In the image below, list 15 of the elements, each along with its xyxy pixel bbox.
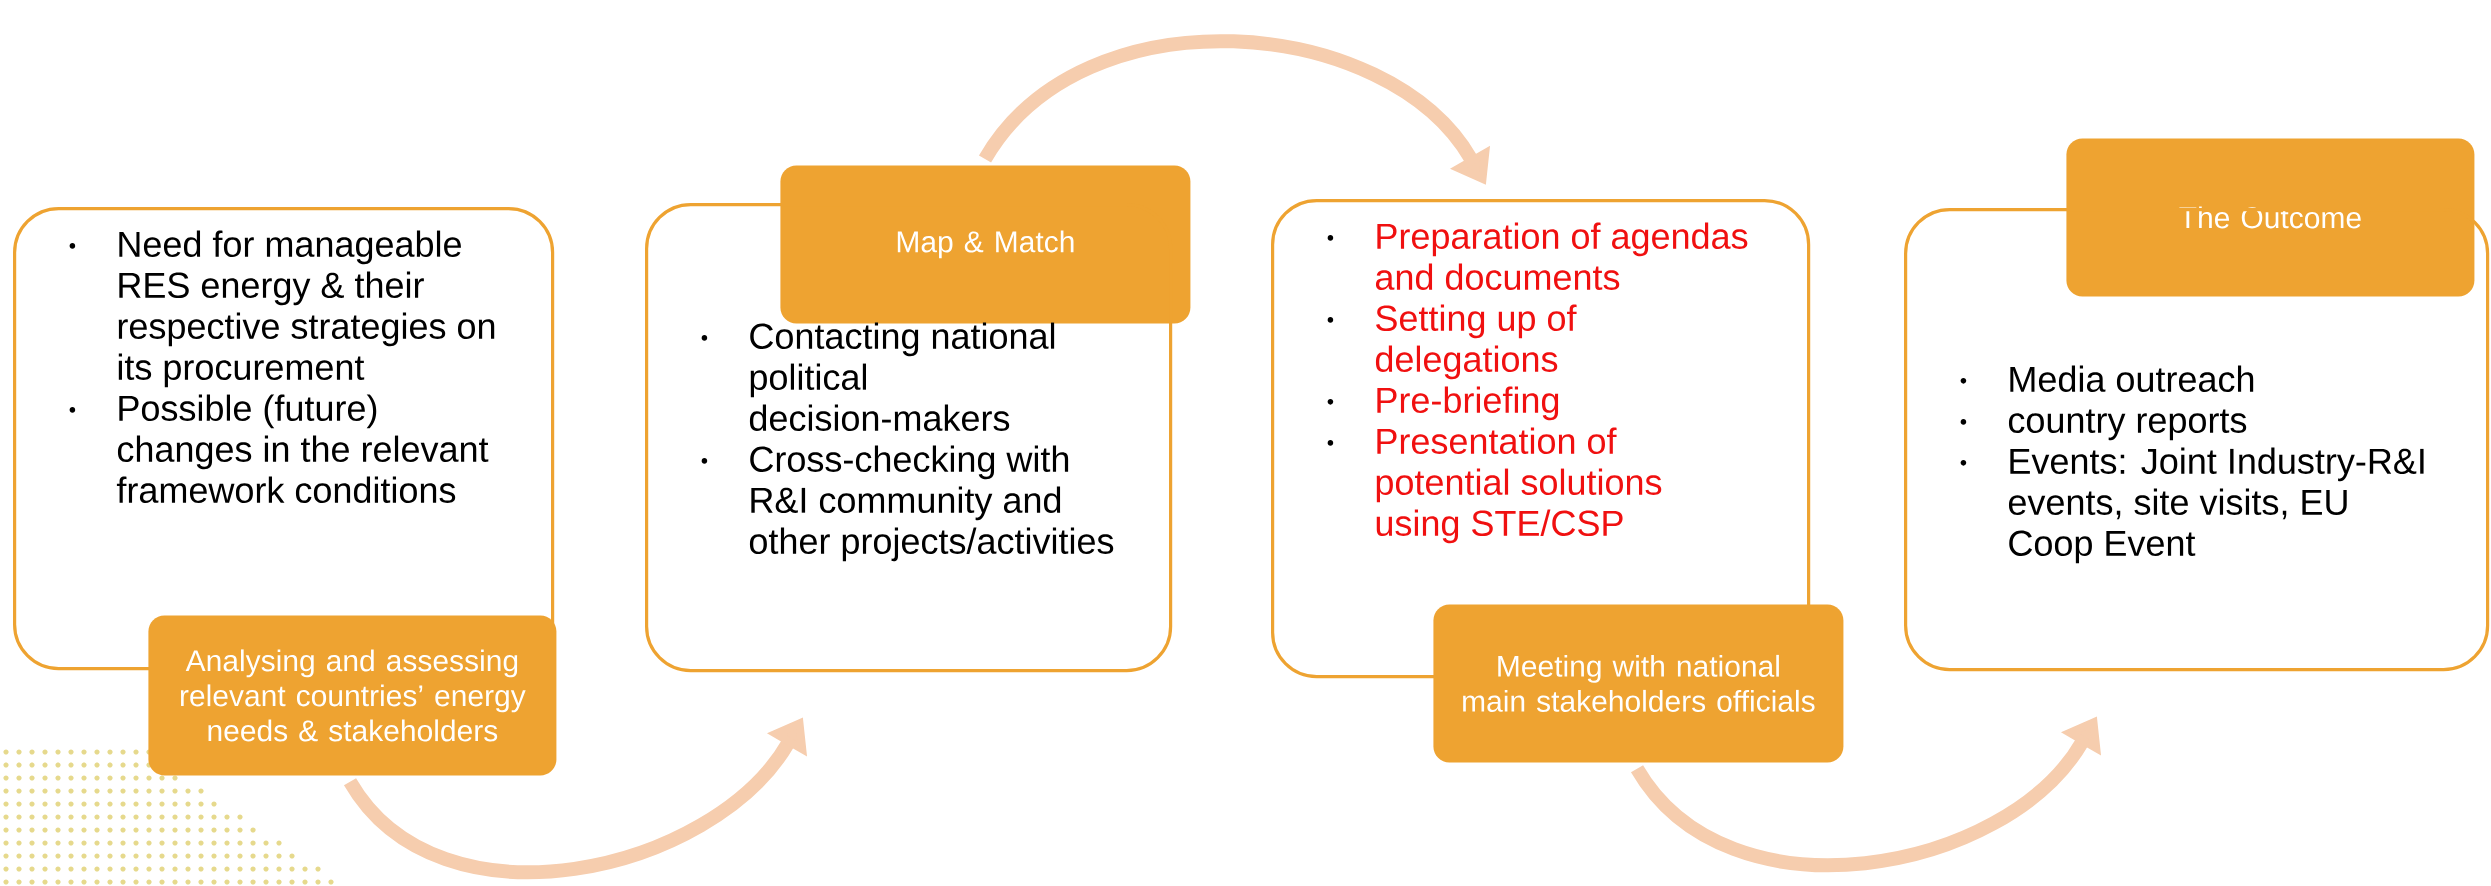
bullet-item: Setting up of delegations — [1375, 304, 1577, 380]
bullet-item: Pre-briefing — [1377, 386, 1559, 421]
bullet-item: Cross-checking with R&I community and other projects/activities — [749, 445, 1114, 562]
stage-label-box: Meeting with national main stakeholders officials — [1433, 604, 1844, 763]
bullet-item: Preparation of agendas and documents — [1375, 222, 1748, 290]
bullet-item: Need for manageable RES energy & their respective strategies on its procurement — [118, 230, 495, 388]
stage-label-box: Analysing and assessing relevant countries’ energy needs & stakeholders — [148, 615, 557, 776]
bullet-item: Media outreach — [2010, 365, 2254, 392]
bullet-item: Possible (future) changes in the relevant framework conditions — [116, 394, 489, 503]
bullet-item: Contacting national political decision-makers — [749, 322, 1055, 431]
card — [645, 203, 1173, 673]
bullet-item: Events: Joint Industry-R&I events, site visits, EU Coop Event — [2008, 447, 2424, 564]
bullet-item: Presentation of potential solutions using STE/CSP — [1376, 427, 1662, 544]
card — [1904, 208, 2490, 672]
bullet-item: country reports — [2008, 409, 2247, 441]
